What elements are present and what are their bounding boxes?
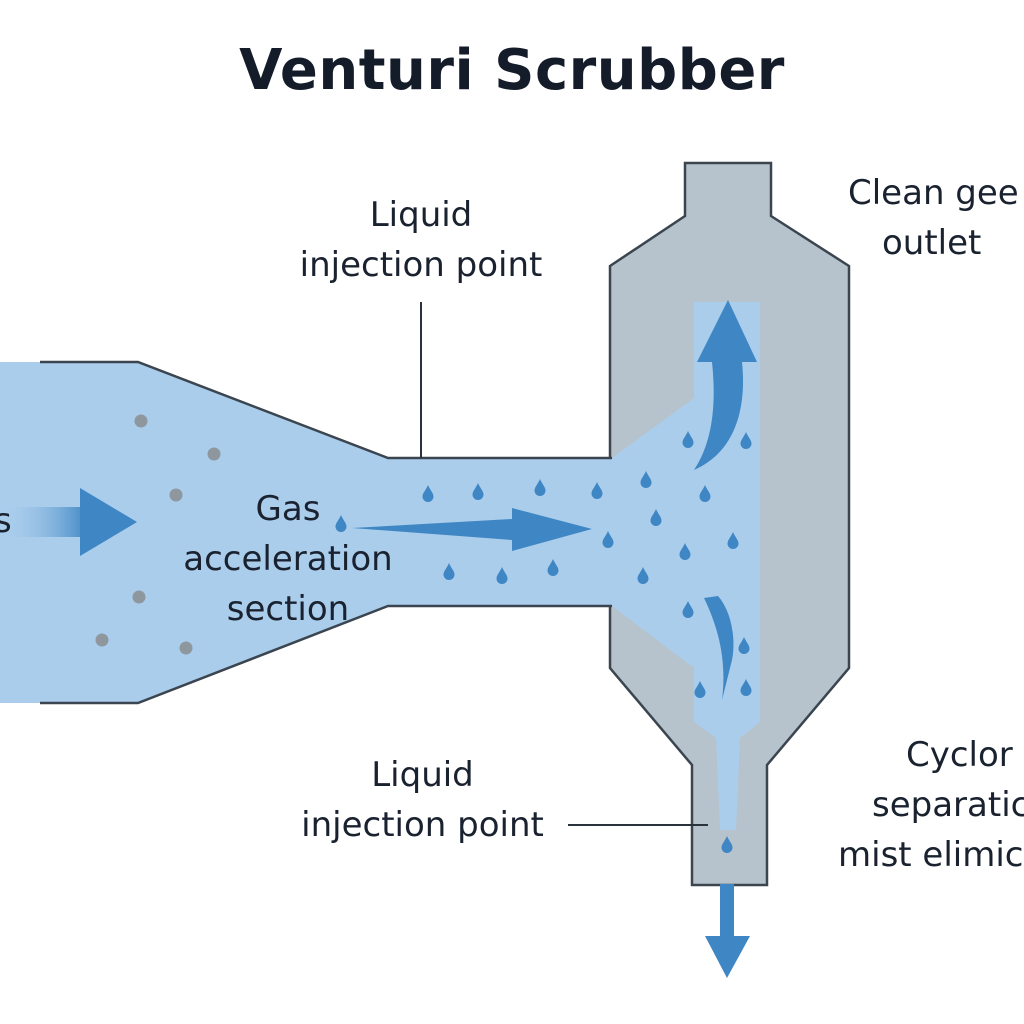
droplet (650, 509, 662, 526)
throat-flow-arrow (352, 508, 592, 551)
droplet (591, 482, 603, 499)
swirl-arrow-upper (694, 300, 757, 470)
label-line: Gas (255, 489, 321, 529)
droplet (682, 431, 694, 448)
droplet (443, 563, 455, 581)
label-line: outlet (882, 223, 982, 263)
droplet (740, 432, 752, 450)
droplet (740, 679, 752, 696)
label-line: Cyclor (906, 735, 1013, 775)
droplet (496, 567, 508, 584)
liquid-drain-arrow (705, 884, 750, 978)
water-droplets (335, 431, 752, 853)
droplet (472, 483, 484, 501)
label-line: injection point (299, 245, 543, 285)
label-clean-gas-outlet: Clean gee outlet (848, 168, 1019, 268)
dust-particles (95, 414, 221, 655)
diagram-title: Venturi Scrubber (239, 38, 785, 103)
droplet (534, 479, 546, 497)
droplet (640, 471, 652, 488)
droplet (699, 485, 711, 502)
droplet (637, 567, 649, 584)
droplet (721, 836, 733, 853)
venturi-duct (0, 302, 760, 830)
gas-inlet-arrow (0, 488, 137, 556)
label-line: separatic (872, 785, 1024, 825)
label-line: Liquid (369, 195, 473, 235)
droplet (694, 681, 706, 698)
label-line: Liquid (371, 755, 474, 795)
droplet (682, 601, 694, 618)
label-line: mist elimic (838, 835, 1024, 875)
label-cyclonic-separation: Cyclor separatic mist elimic (838, 730, 1024, 880)
droplet (335, 515, 347, 532)
label-liquid-injection-top: Liquid injection point (285, 190, 557, 290)
droplet (547, 559, 559, 576)
label-line: section (226, 589, 350, 629)
droplet (679, 543, 691, 560)
label-liquid-injection-bottom: Liquid injection point (285, 750, 560, 850)
label-line: Clean gee (848, 173, 1019, 213)
duct-outline-top (40, 360, 612, 460)
label-line: injection point (301, 805, 544, 845)
label-gas-acceleration: Gas acceleration section (168, 484, 408, 634)
swirl-arrow-lower (704, 596, 734, 700)
label-line: acceleration (183, 539, 393, 579)
droplet (727, 532, 739, 549)
duct-outline-bottom (40, 604, 612, 705)
label-gas-inlet-partial: s (0, 501, 12, 541)
droplet (422, 485, 434, 502)
droplet (602, 531, 614, 548)
droplet (738, 637, 750, 654)
